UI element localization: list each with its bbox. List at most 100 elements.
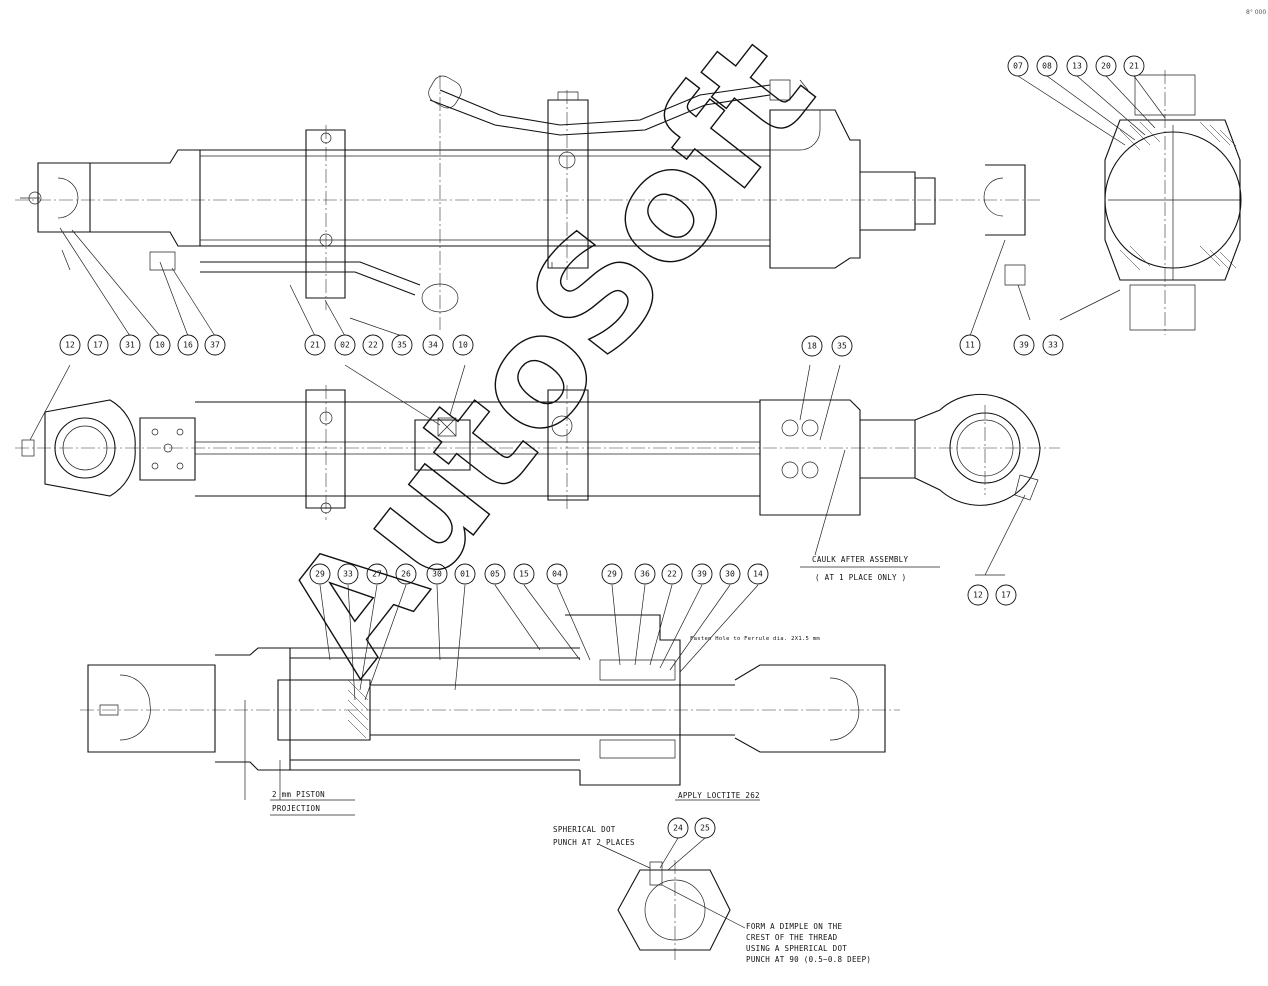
- callout-bubble: [661, 563, 683, 585]
- corner-mark: 8° 000: [1246, 9, 1266, 16]
- callout-number: 21: [1129, 62, 1139, 71]
- loctite-note: APPLY LOCTITE 262: [678, 791, 760, 800]
- callout-number: 26: [401, 570, 411, 579]
- callout-bubble: [337, 563, 359, 585]
- callout-bubble: [149, 334, 171, 356]
- callout-bubble: [1095, 55, 1117, 77]
- callout-number: 10: [458, 341, 468, 350]
- callout-number: 37: [210, 341, 220, 350]
- callout-bubble: [1042, 334, 1064, 356]
- callout-number: 21: [310, 341, 320, 350]
- form-note-2: CREST OF THE THREAD: [746, 933, 838, 942]
- callout-bubbles: 12 17 31 10 16 37 21 02 22 35 34 10 07 08 13 20 21 11 39 33…: [59, 55, 1145, 839]
- callout-number: 35: [837, 342, 847, 351]
- watermark: AutoSoft: [251, 7, 847, 702]
- callout-number: 17: [1001, 591, 1011, 600]
- callout-bubble: [204, 334, 226, 356]
- callout-number: 12: [65, 341, 75, 350]
- callout-number: 31: [125, 341, 135, 350]
- form-note-4: PUNCH AT 90 (0.5~0.8 DEEP): [746, 955, 871, 964]
- callout-number: 14: [753, 570, 763, 579]
- top-elevation-view: [15, 75, 1040, 337]
- fasten-note: Fasten Hole to Ferrule dia. 2X1.5 mm: [690, 636, 820, 642]
- callout-bubble: [967, 584, 989, 606]
- section-view: [80, 584, 900, 816]
- callout-bubble: [1066, 55, 1088, 77]
- callout-bubble: [87, 334, 109, 356]
- callout-bubble: [1123, 55, 1145, 77]
- caulk-note-sub: ( AT 1 PLACE ONLY ): [815, 573, 907, 582]
- callout-bubble: [995, 584, 1017, 606]
- callout-number: 25: [700, 824, 710, 833]
- callout-bubble: [484, 563, 506, 585]
- piston-note: 2 mm PISTON: [272, 790, 325, 799]
- callout-bubble: [422, 334, 444, 356]
- callout-bubble: [801, 335, 823, 357]
- callout-bubble: [177, 334, 199, 356]
- callout-number: 08: [1042, 62, 1052, 71]
- callout-bubble: [719, 563, 741, 585]
- callout-number: 33: [1048, 341, 1058, 350]
- callout-bubble: [1007, 55, 1029, 77]
- callout-number: 13: [1072, 62, 1082, 71]
- callout-number: 34: [428, 341, 438, 350]
- callout-bubble: [634, 563, 656, 585]
- piston-note-sub: PROJECTION: [272, 804, 320, 813]
- callout-bubble: [1036, 55, 1058, 77]
- punch-note-sub: PUNCH AT 2 PLACES: [553, 838, 635, 847]
- callout-bubble: [304, 334, 326, 356]
- callout-number: 30: [725, 570, 735, 579]
- callout-bubble: [362, 334, 384, 356]
- callout-bubble: [309, 563, 331, 585]
- callout-bubble: [747, 563, 769, 585]
- callout-bubble: [694, 817, 716, 839]
- callout-number: 10: [155, 341, 165, 350]
- callout-bubble: [366, 563, 388, 585]
- callout-number: 22: [667, 570, 677, 579]
- callout-number: 24: [673, 824, 683, 833]
- callout-number: 16: [183, 341, 193, 350]
- callout-number: 04: [552, 570, 562, 579]
- callout-number: 29: [315, 570, 325, 579]
- callout-bubble: [959, 334, 981, 356]
- callout-bubble: [119, 334, 141, 356]
- nut-detail-view: [599, 837, 746, 960]
- callout-bubble: [395, 563, 417, 585]
- callout-bubble: [667, 817, 689, 839]
- form-note-1: FORM A DIMPLE ON THE: [746, 922, 842, 931]
- callout-number: 07: [1013, 62, 1023, 71]
- callout-number: 33: [343, 570, 353, 579]
- callout-bubble: [691, 563, 713, 585]
- callout-bubble: [601, 563, 623, 585]
- callout-bubble: [454, 563, 476, 585]
- callout-bubble: [831, 335, 853, 357]
- plan-view: [15, 364, 1060, 576]
- callout-bubble: [452, 334, 474, 356]
- callout-number: 18: [807, 342, 817, 351]
- callout-bubble: [426, 563, 448, 585]
- callout-bubble: [59, 334, 81, 356]
- callout-number: 20: [1101, 62, 1111, 71]
- callout-number: 29: [607, 570, 617, 579]
- callout-number: 39: [1019, 341, 1029, 350]
- callout-number: 27: [372, 570, 382, 579]
- callout-number: 36: [640, 570, 650, 579]
- callout-bubble: [334, 334, 356, 356]
- punch-note: SPHERICAL DOT: [553, 825, 616, 834]
- callout-number: 15: [519, 570, 529, 579]
- caulk-note: CAULK AFTER ASSEMBLY: [812, 555, 908, 564]
- callout-bubble: [513, 563, 535, 585]
- form-note-3: USING A SPHERICAL DOT: [746, 944, 847, 953]
- callout-bubble: [391, 334, 413, 356]
- callout-number: 11: [965, 341, 975, 350]
- callout-number: 30: [432, 570, 442, 579]
- callout-number: 17: [93, 341, 103, 350]
- bearing-section-view: [1004, 70, 1242, 335]
- callout-number: 22: [368, 341, 378, 350]
- callout-number: 02: [340, 341, 350, 350]
- callout-bubble: [546, 563, 568, 585]
- callout-bubble: [1013, 334, 1035, 356]
- callout-number: 01: [460, 570, 470, 579]
- callout-number: 12: [973, 591, 983, 600]
